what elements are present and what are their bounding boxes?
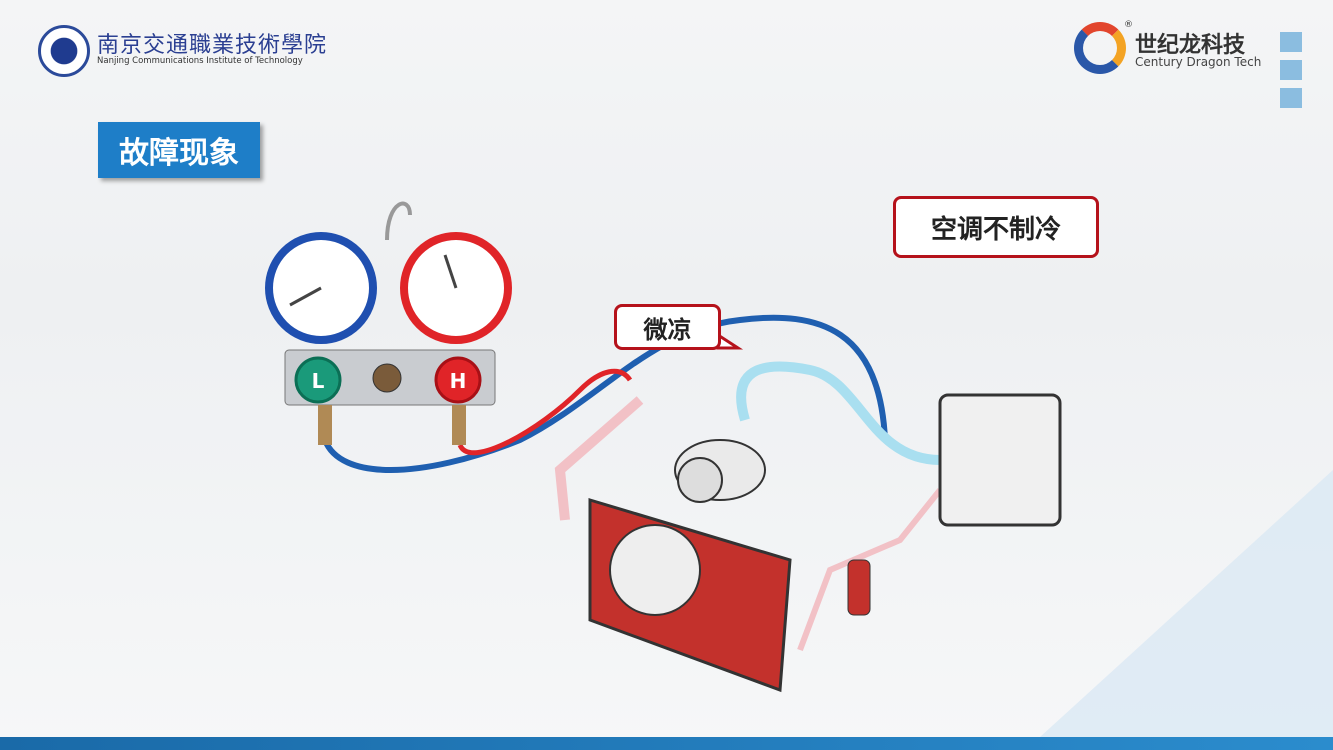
airflow-callout: 微凉 — [614, 304, 721, 350]
condenser-fan — [609, 524, 701, 616]
registered-mark: ® — [1124, 20, 1133, 30]
discharge-line — [554, 396, 644, 521]
school-name-cn: 南京交通職業技術學院 — [97, 33, 328, 58]
decor-stripe — [1040, 470, 1333, 737]
evaporator-unit — [938, 393, 1062, 527]
decor-square — [1280, 88, 1302, 108]
receiver-drier — [847, 559, 871, 616]
section-title: 故障现象 — [98, 122, 260, 178]
suction-line — [736, 361, 941, 465]
low-side-port — [318, 405, 332, 445]
low-knob-letter: L — [312, 369, 325, 393]
high-side-port — [452, 405, 466, 445]
bottom-bar — [0, 737, 1333, 750]
high-pressure-hose — [457, 368, 633, 456]
decor-square — [1280, 32, 1302, 52]
high-side-knob — [434, 356, 482, 404]
school-logo — [38, 25, 90, 77]
liquid-line — [797, 488, 943, 652]
gauge-hook — [385, 201, 412, 241]
company-name-cn: 世纪龙科技 — [1135, 33, 1246, 58]
company-name-en: Century Dragon Tech — [1135, 55, 1262, 69]
high-knob-letter: H — [450, 369, 467, 393]
school-name-en: Nanjing Communications Institute of Tech… — [97, 56, 303, 66]
decor-square — [1280, 60, 1302, 80]
low-pressure-hose — [322, 314, 888, 473]
symptom-callout: 空调不制冷 — [893, 196, 1099, 258]
company-logo — [1074, 22, 1126, 74]
low-side-knob — [294, 356, 342, 404]
